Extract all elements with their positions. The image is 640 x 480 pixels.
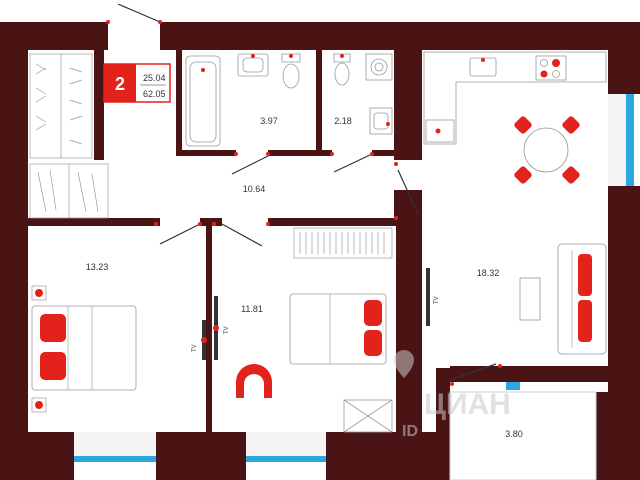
- wall-left-outer: [0, 22, 28, 480]
- wall-hall-bottom3: [268, 218, 396, 226]
- bed-left: [31, 305, 137, 391]
- shaft: [343, 399, 393, 433]
- wardrobe-upper: [29, 53, 93, 159]
- window-frame-right: [608, 94, 626, 186]
- wall-top-mid: [160, 22, 608, 50]
- area-bedroom-left: 13.23: [86, 262, 109, 272]
- cushion: [578, 254, 592, 296]
- wall-wc-bottom2: [372, 150, 396, 156]
- area-balcony: 3.80: [505, 429, 523, 439]
- wc-washing-machine: [365, 53, 393, 81]
- wardrobe-mid: [293, 227, 393, 259]
- wall-bottom-mid1: [156, 432, 246, 480]
- coffee-table: [519, 277, 541, 321]
- kitchen-counter: [423, 51, 607, 145]
- watermark: ЦИАН ID: [394, 350, 511, 440]
- chair: [562, 166, 580, 184]
- wall-bath-bottom: [176, 150, 236, 156]
- window-bottom-mid: [246, 456, 326, 462]
- hall-doors: [159, 153, 497, 381]
- wall-mid-right: [396, 220, 422, 434]
- area-bath: 3.97: [260, 116, 278, 126]
- wc-sink: [369, 107, 393, 135]
- window-frame-left: [74, 432, 156, 456]
- wall-wc-bottom: [322, 150, 332, 156]
- wall-bottom-right: [596, 392, 640, 480]
- chair: [514, 166, 532, 184]
- nightstands-left: [31, 285, 47, 413]
- tv-mid: TV: [213, 296, 230, 360]
- wall-hall-bottom: [28, 218, 160, 226]
- wall-right-upper: [608, 22, 640, 94]
- dining-table: [514, 116, 580, 184]
- sofa: [557, 243, 607, 355]
- pillow: [364, 300, 382, 326]
- armchair: [236, 364, 272, 398]
- area-hall: 10.64: [243, 184, 266, 194]
- cushion: [578, 300, 592, 342]
- area-wc: 2.18: [334, 116, 352, 126]
- wardrobe-lower: [29, 163, 109, 219]
- tv-right: TV: [426, 268, 440, 326]
- location-pin-icon: [394, 350, 414, 378]
- area-badge: 2 25.04 62.05: [103, 63, 171, 103]
- window-bottom-left: [74, 456, 156, 462]
- windows: [74, 94, 634, 462]
- chair: [514, 116, 532, 134]
- entrance-door: [106, 3, 162, 24]
- bathtub: [185, 55, 221, 147]
- walls: [0, 22, 640, 480]
- door-hinges: [154, 152, 502, 386]
- chair: [562, 116, 580, 134]
- pillow: [40, 314, 66, 342]
- wall-bath-left: [176, 50, 182, 154]
- wall-hall-right: [394, 190, 422, 220]
- wall-bottom-mid2: [326, 432, 436, 480]
- badge-room-box: [104, 64, 136, 102]
- tv-label-right: TV: [434, 296, 440, 304]
- pillow: [40, 352, 66, 380]
- wall-wardrobe-right: [94, 50, 104, 160]
- bed-mid: [289, 293, 387, 365]
- window-balcony-door: [506, 382, 520, 390]
- bath-sink: [237, 53, 269, 77]
- wall-bedroom-divider: [206, 222, 212, 434]
- badge-total-area: 62.05: [143, 89, 166, 99]
- tv-label-left: TV: [192, 344, 198, 352]
- wc-toilet: [333, 53, 351, 86]
- watermark-suffix: ID: [402, 423, 418, 440]
- wall-top-left: [0, 22, 108, 50]
- wall-bottom-left: [0, 432, 74, 480]
- window-right: [626, 94, 634, 186]
- wall-bath-wc: [316, 50, 322, 156]
- wall-bath-bottom2: [268, 150, 320, 156]
- pillow: [364, 330, 382, 356]
- badge-living-area: 25.04: [143, 73, 166, 83]
- window-frame-mid: [246, 432, 326, 456]
- wall-wc-right: [394, 50, 422, 160]
- tv-label-mid: TV: [224, 326, 230, 334]
- tv-left: TV: [192, 320, 207, 360]
- wall-living-bottom: [450, 366, 608, 382]
- watermark-brand: ЦИАН: [424, 388, 511, 421]
- area-living: 18.32: [477, 268, 500, 278]
- area-bedroom-mid: 11.81: [241, 304, 263, 314]
- bath-toilet: [281, 53, 301, 89]
- badge-room-count: 2: [115, 74, 125, 94]
- balcony-floor: [449, 391, 597, 480]
- wall-bottom-balcony-left: [436, 368, 450, 480]
